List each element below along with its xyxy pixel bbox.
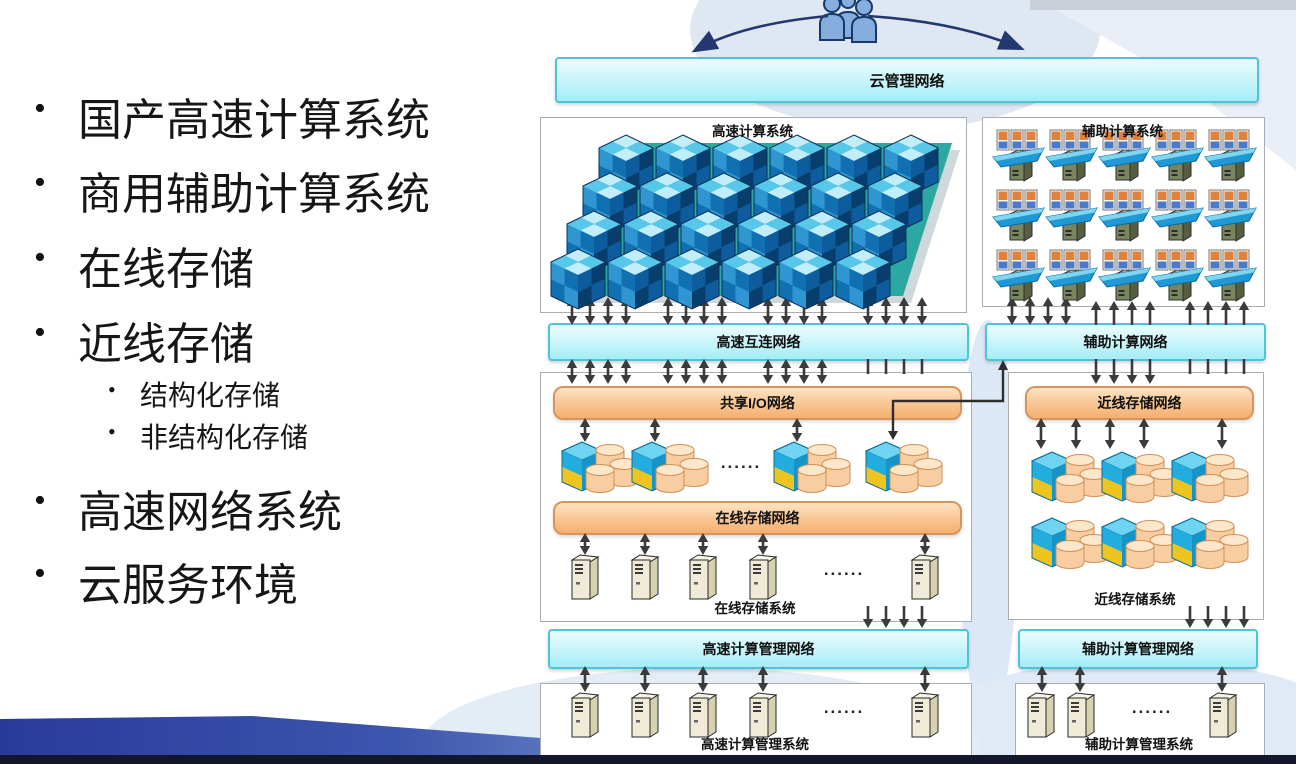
aux-compute-network-bar: 辅助计算网络 (985, 323, 1266, 361)
hpc-system-label: 高速计算系统 (712, 124, 793, 139)
bullet-dot: • (34, 555, 46, 592)
hpc-mgmt-system-label: 高速计算管理系统 (701, 737, 809, 752)
bullet-item: 非结构化存储 (140, 423, 309, 454)
bullet-item: 高速网络系统 (78, 488, 342, 537)
bullet-dot: • (34, 482, 46, 519)
aux-mgmt-system-label: 辅助计算管理系统 (1085, 737, 1193, 752)
ellipsis: ...... (1131, 698, 1173, 717)
ellipsis: ...... (823, 698, 865, 717)
bullet-dot: • (108, 419, 116, 444)
ellipsis: ...... (720, 453, 762, 472)
nearline-storage-network-bar: 近线存储网络 (1025, 386, 1254, 420)
hpc-platform (556, 143, 960, 303)
nearline-storage-system-label: 近线存储系统 (1094, 592, 1176, 607)
hpc-interconnect-network-bar: 高速互连网络 (548, 323, 969, 361)
hpc-mgmt-network-bar: 高速计算管理网络 (548, 629, 969, 669)
bullet-item: 在线存储 (78, 245, 254, 294)
bullet-item: 近线存储 (78, 320, 254, 369)
bottom-bar (0, 755, 1296, 764)
online-storage-network-bar: 在线存储网络 (553, 501, 962, 535)
online-storage-system-label: 在线存储系统 (714, 601, 796, 616)
cloud-mgmt-network-bar: 云管理网络 (555, 57, 1259, 103)
bullet-dot: • (34, 239, 46, 276)
bullet-item: 国产高速计算系统 (78, 96, 430, 145)
bullet-dot: • (34, 314, 46, 351)
shared-io-network-bar: 共享I/O网络 (553, 386, 962, 420)
aux-system-box (982, 117, 1265, 307)
aux-system-label: 辅助计算系统 (1082, 124, 1163, 139)
bullet-dot: • (34, 164, 46, 201)
bullet-item: 商用辅助计算系统 (78, 170, 430, 219)
bullet-dot: • (108, 377, 116, 402)
users-icon (819, 0, 877, 43)
aux-mgmt-network-bar: 辅助计算管理网络 (1018, 629, 1258, 669)
bullet-item: 结构化存储 (140, 381, 281, 412)
ellipsis: ...... (823, 560, 865, 579)
bullet-dot: • (34, 90, 46, 127)
bullet-item: 云服务环境 (78, 561, 298, 610)
